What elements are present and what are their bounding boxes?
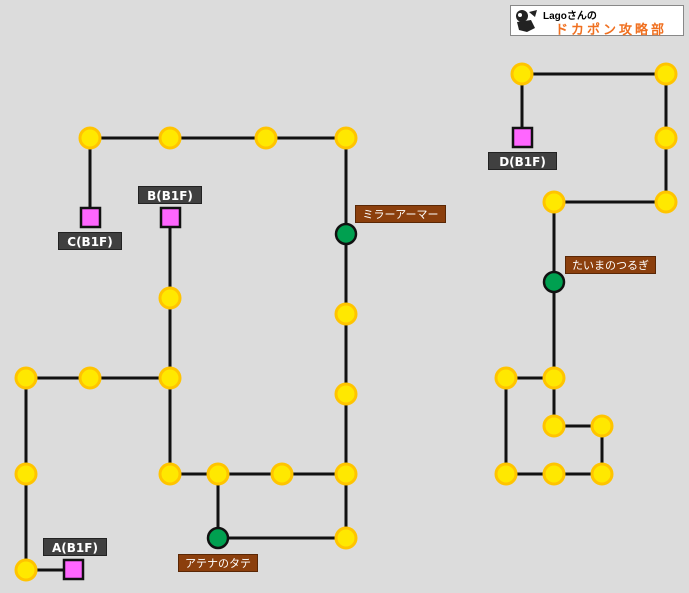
map-node [654, 126, 678, 150]
item-node-taima-sword [542, 270, 566, 294]
stairs-label-d: D(B1F) [488, 152, 557, 170]
item-label-taima-sword: たいまのつるぎ [565, 256, 656, 274]
map-node [590, 462, 614, 486]
map-node [654, 62, 678, 86]
map-node [542, 414, 566, 438]
stairs-label-c: C(B1F) [58, 232, 122, 250]
brand-logo: Lagoさんの ドカポン攻略部 [510, 5, 684, 38]
stairs-marker-b [159, 206, 182, 229]
map-node [654, 190, 678, 214]
stairs-marker-c [79, 206, 102, 229]
map-node [510, 62, 534, 86]
item-layer [206, 222, 566, 550]
map-node [158, 462, 182, 486]
map-node [334, 526, 358, 550]
map-node [542, 190, 566, 214]
map-node [494, 366, 518, 390]
item-label-mirror-armor: ミラーアーマー [355, 205, 446, 223]
item-label-athena-shield: アテナのタテ [178, 554, 258, 572]
stairs-label-b: B(B1F) [138, 186, 202, 204]
map-node [254, 126, 278, 150]
map-node [158, 366, 182, 390]
stairs-marker-a [62, 558, 85, 581]
map-node [78, 126, 102, 150]
item-node-athena-shield [206, 526, 230, 550]
map-node [14, 366, 38, 390]
map-node [158, 286, 182, 310]
stairs-label-a: A(B1F) [43, 538, 107, 556]
node-layer [14, 62, 678, 582]
mascot-icon [516, 10, 537, 32]
stairs-layer [62, 126, 534, 581]
map-node [494, 462, 518, 486]
map-node [78, 366, 102, 390]
map-node [334, 302, 358, 326]
map-node [158, 126, 182, 150]
map-node [334, 382, 358, 406]
map-node [14, 558, 38, 582]
map-node [590, 414, 614, 438]
brand-line-1: Lagoさんの [543, 11, 597, 22]
map-node [334, 462, 358, 486]
map-node [542, 462, 566, 486]
map-node [270, 462, 294, 486]
stairs-marker-d [511, 126, 534, 149]
map-node [14, 462, 38, 486]
map-node [206, 462, 230, 486]
item-node-mirror-armor [334, 222, 358, 246]
map-node [542, 366, 566, 390]
brand-line-2: ドカポン攻略部 [555, 23, 668, 38]
map-node [334, 126, 358, 150]
